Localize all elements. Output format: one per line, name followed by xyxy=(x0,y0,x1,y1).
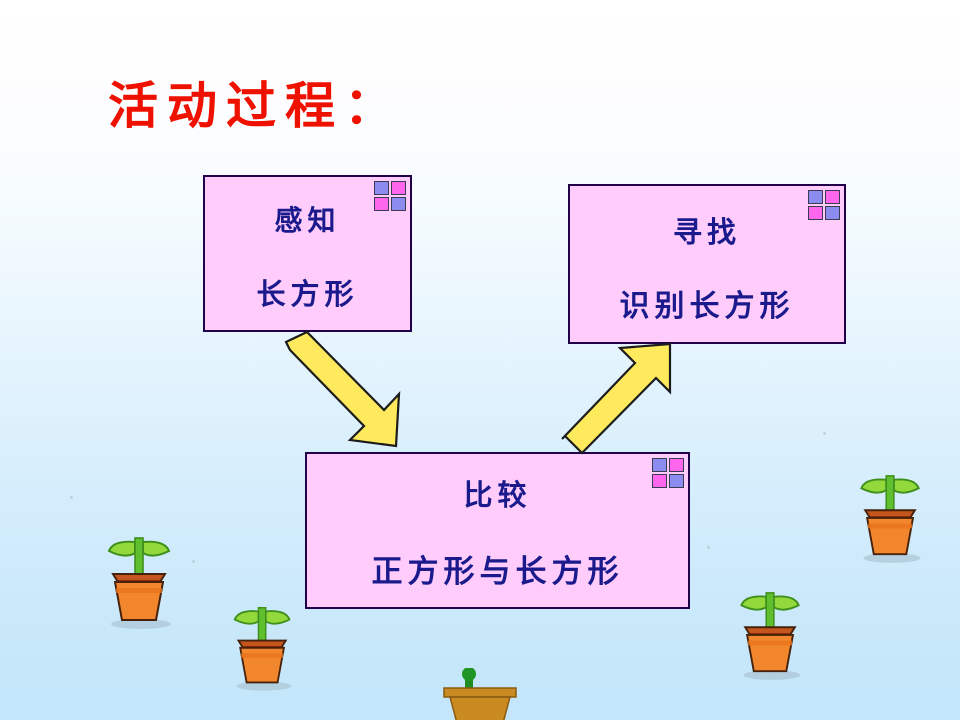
background-speck xyxy=(192,560,195,563)
flow-box-compare-line-2: 正方形与长方形 xyxy=(371,554,624,590)
flow-box-find[interactable]: 寻找 识别长方形 xyxy=(568,184,846,344)
flow-box-sense-line-2: 长方形 xyxy=(256,276,359,311)
corner-square-blue-topleft xyxy=(808,190,823,204)
corner-square-blue-bottomright xyxy=(825,206,840,220)
arrow-compare-to-find-icon xyxy=(561,342,672,455)
corner-square-blue-bottomright xyxy=(669,474,684,488)
corner-square-pink-topright xyxy=(825,190,840,204)
corner-squares-icon xyxy=(808,190,840,220)
plant-pot-icon xyxy=(107,537,171,629)
flow-box-sense-line-1: 感知 xyxy=(274,203,341,237)
flow-box-compare-line-1: 比较 xyxy=(463,478,532,512)
corner-square-pink-bottomleft xyxy=(808,206,823,220)
slide-title: 活动过程： xyxy=(108,76,403,135)
flow-box-sense[interactable]: 感知 长方形 xyxy=(203,175,412,332)
arrow-sense-to-compare-icon xyxy=(284,330,401,448)
corner-squares-icon xyxy=(652,458,684,488)
flow-box-compare[interactable]: 比较 正方形与长方形 xyxy=(305,452,690,609)
corner-square-pink-bottomleft xyxy=(374,197,389,211)
corner-square-pink-bottomleft xyxy=(652,474,667,488)
background-speck xyxy=(823,432,826,435)
flow-box-find-line-2: 识别长方形 xyxy=(619,289,795,324)
corner-square-blue-topleft xyxy=(652,458,667,472)
corner-square-pink-topright xyxy=(391,181,406,195)
corner-square-blue-bottomright xyxy=(391,197,406,211)
flow-box-find-line-1: 寻找 xyxy=(672,215,741,249)
corner-square-pink-topright xyxy=(669,458,684,472)
plant-pot-icon xyxy=(233,607,292,691)
plant-pot-icon xyxy=(740,592,801,680)
background-speck xyxy=(70,496,73,499)
corner-square-blue-topleft xyxy=(374,181,389,195)
plant-pot-icon xyxy=(860,475,921,563)
background-speck xyxy=(707,546,710,549)
planter-box-icon xyxy=(443,668,517,720)
corner-squares-icon xyxy=(374,181,406,211)
